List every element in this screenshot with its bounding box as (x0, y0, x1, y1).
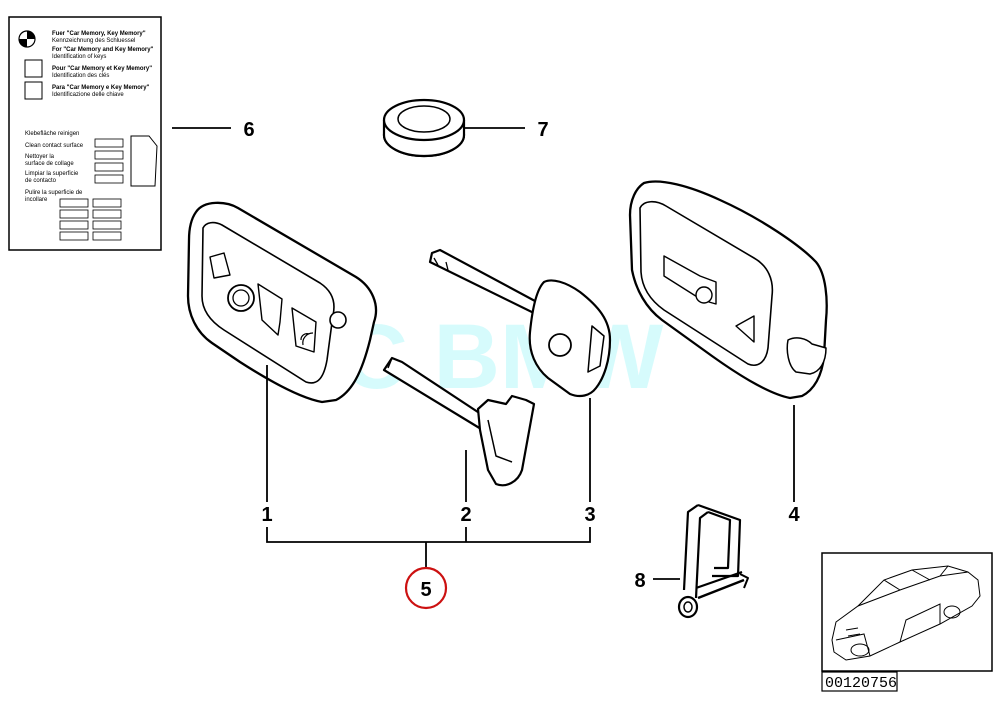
card-clean-fr: Nettoyer la (25, 154, 55, 160)
card-line-it-sub: Identificazione delle chiave (52, 92, 124, 98)
key-outline-icon (130, 135, 158, 187)
card-clean-es: Limpiar la superficie (25, 171, 79, 177)
card-label-boxes (59, 138, 124, 241)
callout-2: 2 (460, 504, 471, 526)
reference-number: 00120756 (825, 675, 897, 692)
card-clean-it: Pulire la superficie de (25, 190, 83, 196)
reference-number-box (821, 671, 898, 692)
bmw-logo-icon (18, 30, 36, 48)
battery-part (382, 98, 466, 158)
card-clean-es-sub: de contacto (25, 178, 57, 184)
card-line-de-sub: Kennzeichnung des Schluessel (52, 38, 135, 44)
key-shackle-part (677, 503, 749, 619)
callout-7: 7 (537, 119, 548, 141)
key-cover-part (628, 180, 828, 400)
card-line-en: For "Car Memory and Key Memory" (52, 47, 154, 53)
card-line-en-sub: Identification of keys (52, 54, 106, 60)
callout-5: 5 (420, 579, 431, 601)
callout-3: 3 (584, 504, 595, 526)
leader-lines (172, 127, 795, 580)
callout-8: 8 (634, 570, 645, 592)
card-clean-en: Clean contact surface (25, 143, 84, 149)
callout-1: 1 (261, 504, 272, 526)
emergency-key-part (382, 356, 536, 487)
card-clean-de: Klebefläche reinigen (25, 131, 79, 137)
key-fob-housing-part (186, 201, 378, 404)
card-line-de: Fuer "Car Memory, Key Memory" (52, 31, 146, 37)
card-line-fr: Pour "Car Memory et Key Memory" (52, 66, 152, 72)
car-thumbnail (821, 552, 993, 672)
car-icon (831, 565, 981, 661)
card-line-fr-sub: Identification des clés (52, 73, 109, 79)
card-clean-it-sub: incollare (25, 197, 48, 203)
card-clean-fr-sub: surface de collage (25, 161, 74, 167)
instruction-card: Fuer "Car Memory, Key Memory" Kennzeichn… (8, 16, 162, 251)
card-line-it: Para "Car Memory e Key Memory" (52, 85, 150, 91)
mechanical-key-part (428, 248, 612, 398)
callout-6: 6 (243, 119, 254, 141)
callout-4: 4 (788, 504, 800, 526)
callout-5-highlight-circle (404, 566, 448, 610)
